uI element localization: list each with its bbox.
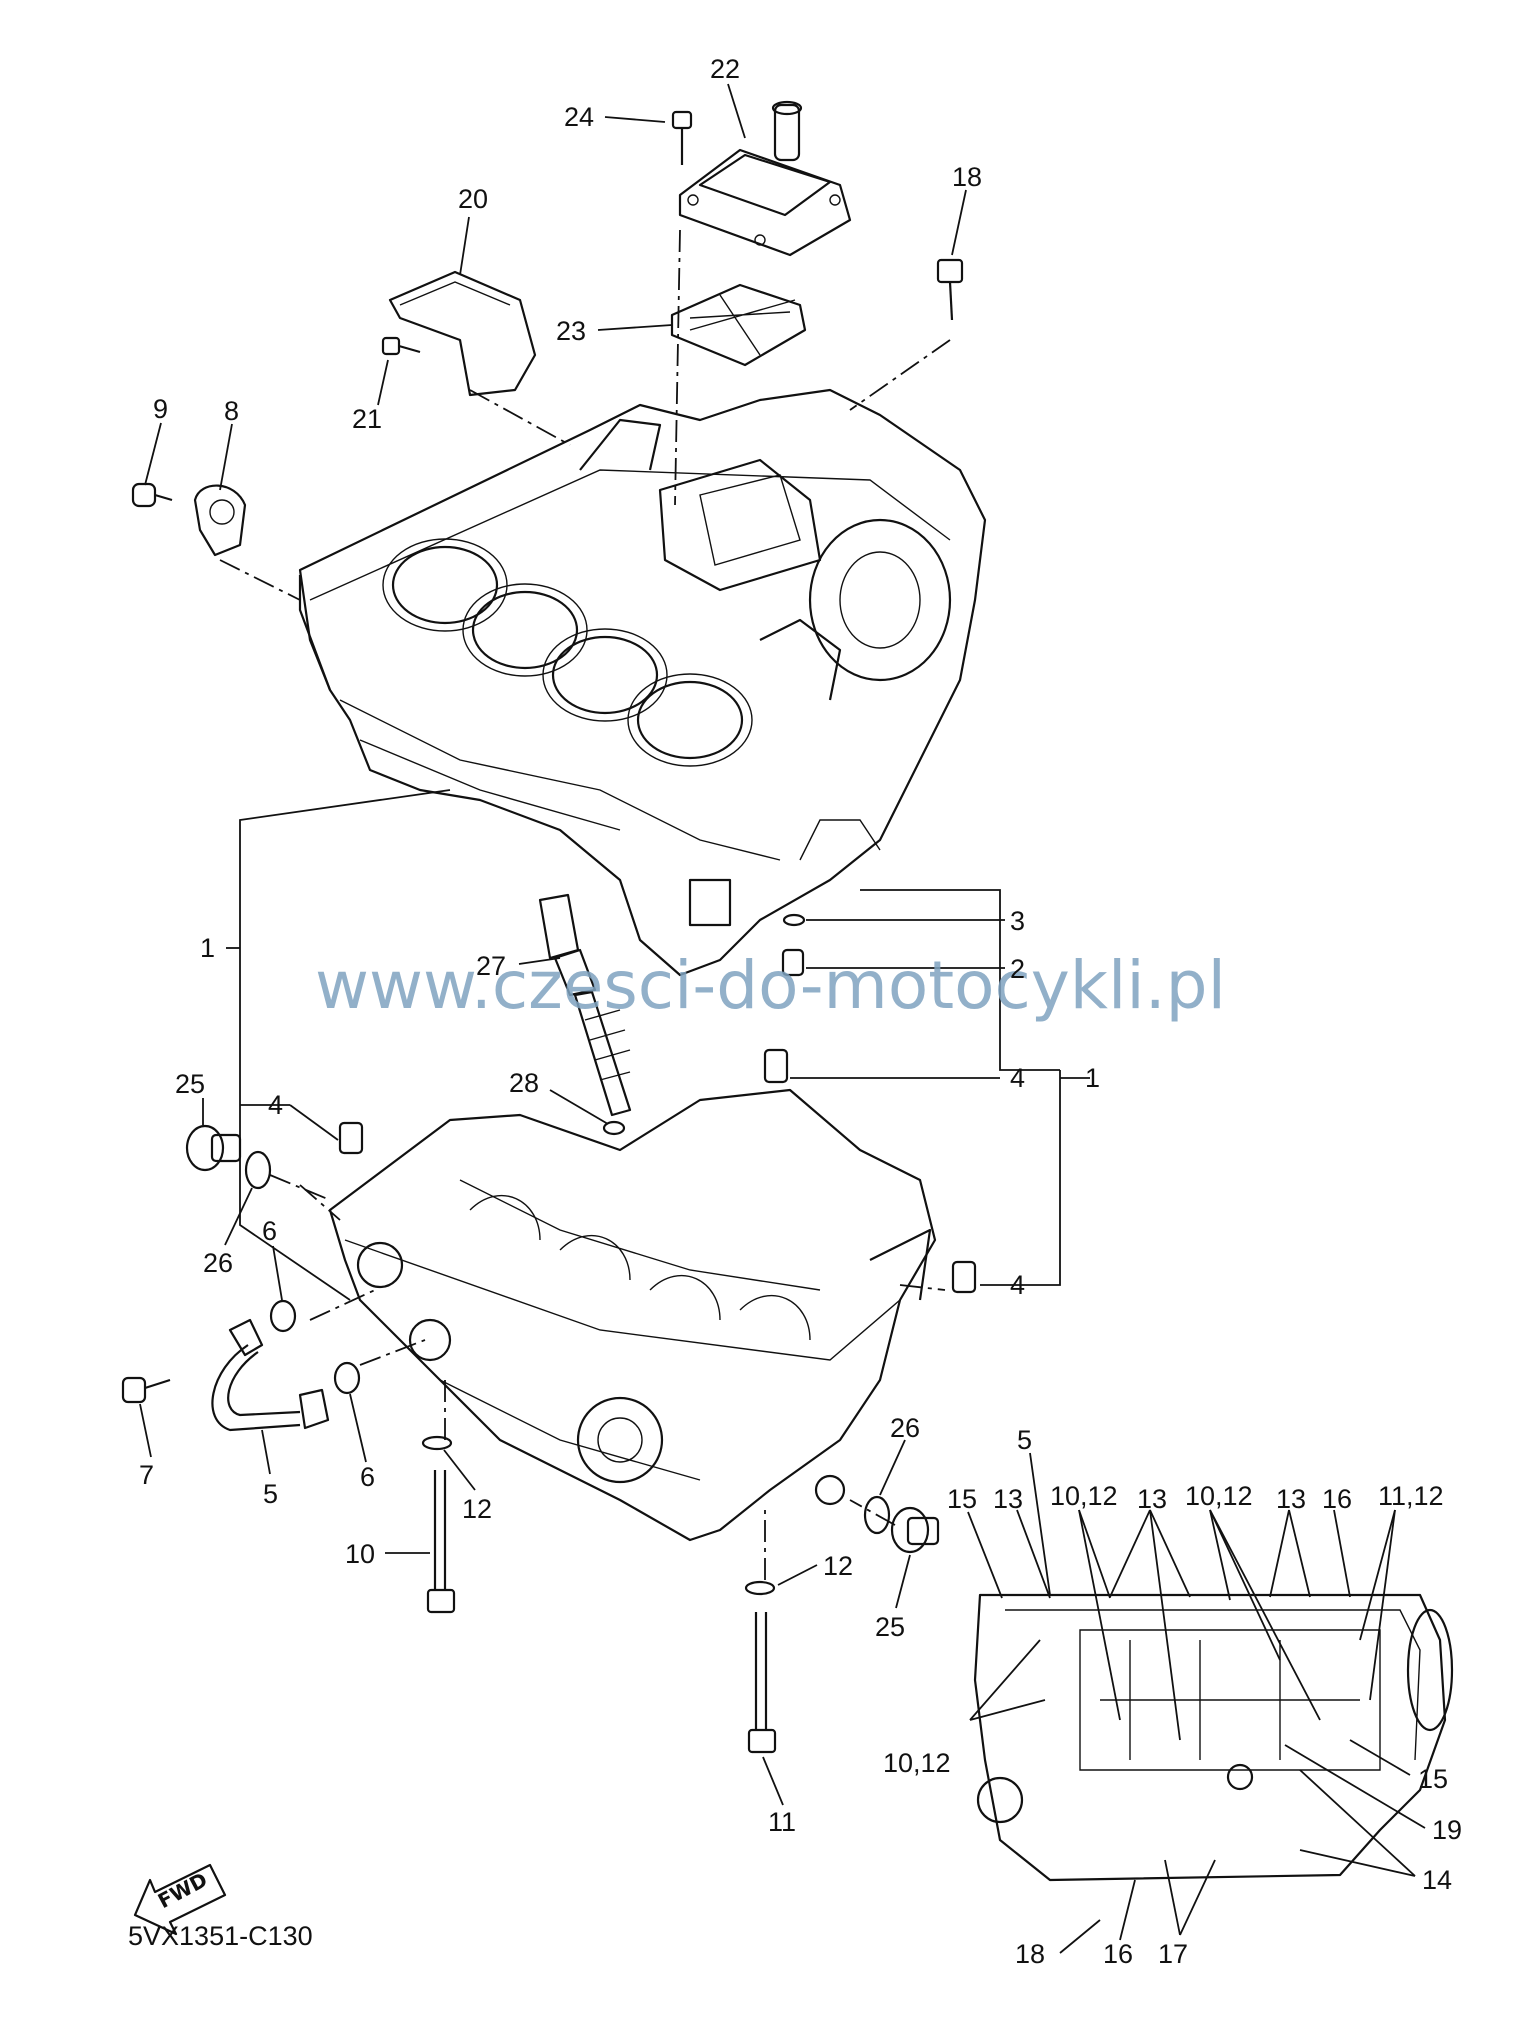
inset-bottom-view [973, 1593, 1454, 1882]
diagram-code: 5VX1351-C130 [128, 1921, 313, 1951]
callout-16: 16 [1322, 1484, 1352, 1514]
washer-12-right [744, 1580, 776, 1596]
plug-25-right [890, 1506, 940, 1554]
bolt-18-top [936, 258, 964, 321]
callout-26: 26 [203, 1248, 233, 1278]
callout-13: 13 [993, 1484, 1023, 1514]
washer-12-left [421, 1435, 453, 1451]
callout-15: 15 [1418, 1764, 1448, 1794]
callout-1: 1 [1085, 1063, 1100, 1093]
callout-26: 26 [890, 1413, 920, 1443]
callout-17: 17 [1158, 1939, 1188, 1969]
callout-7: 7 [139, 1460, 154, 1490]
callout-10: 10 [345, 1539, 375, 1569]
callout-23: 23 [556, 316, 586, 346]
callout-1: 1 [200, 933, 215, 963]
callout-25: 25 [175, 1069, 205, 1099]
gasket-26-left [244, 1150, 272, 1190]
oil-strainer-27 [538, 893, 632, 1117]
callout-6: 6 [360, 1462, 375, 1492]
callout-24: 24 [564, 102, 594, 132]
callout-27: 27 [476, 951, 506, 981]
callout-19: 19 [1432, 1815, 1462, 1845]
callout-13: 13 [1276, 1484, 1306, 1514]
bolt-11 [747, 1612, 777, 1754]
callout-8: 8 [224, 396, 239, 426]
dowel-2 [781, 948, 805, 977]
dowel-4-center [763, 1048, 789, 1084]
callout-10-12: 10,12 [1185, 1481, 1253, 1511]
o-ring-28 [602, 1120, 626, 1136]
callout-20: 20 [458, 184, 488, 214]
callout-13: 13 [1137, 1484, 1167, 1514]
callout-9: 9 [153, 394, 168, 424]
lower-crankcase [328, 1088, 937, 1542]
callout-28: 28 [509, 1068, 539, 1098]
cover-20 [388, 270, 537, 397]
dowel-4-right [951, 1260, 977, 1294]
callout-4: 4 [1010, 1270, 1025, 1300]
screw-24 [671, 110, 693, 165]
cover-8 [193, 484, 247, 557]
bolt-9 [131, 482, 173, 508]
breather-cover-22 [678, 100, 852, 257]
o-ring-3 [782, 913, 806, 927]
callout-5: 5 [263, 1479, 278, 1509]
callout-4: 4 [268, 1090, 283, 1120]
callout-11: 11 [768, 1807, 796, 1837]
callout-2: 2 [1010, 954, 1025, 984]
callout-3: 3 [1010, 906, 1025, 936]
callout-4: 4 [1010, 1063, 1025, 1093]
callout-14: 14 [1422, 1865, 1452, 1895]
callout-18: 18 [952, 162, 982, 192]
callout-22: 22 [710, 54, 740, 84]
callout-6: 6 [262, 1216, 277, 1246]
callout-15: 15 [947, 1484, 977, 1514]
leader-lines [139, 83, 1426, 1954]
oil-pipe-5 [211, 1318, 330, 1432]
gasket-6-a [269, 1299, 297, 1333]
watermark: www.czesci-do-motocykli.pl [315, 947, 1226, 1024]
bolt-7 [121, 1376, 171, 1404]
screw-21 [381, 336, 421, 356]
callout-21: 21 [352, 404, 382, 434]
callout-10-12: 10,12 [1050, 1481, 1118, 1511]
plug-25-left [185, 1124, 242, 1172]
callout-12: 12 [823, 1551, 853, 1581]
callout-11-12: 11,12 [1378, 1481, 1444, 1511]
callout-16: 16 [1103, 1939, 1133, 1969]
gasket-23 [670, 283, 807, 367]
callout-18: 18 [1015, 1939, 1045, 1969]
callout-12: 12 [462, 1494, 492, 1524]
dowel-4-left [338, 1121, 364, 1155]
callouts: 22 24 18 20 23 21 9 8 3 2 1 27 4 4 1 25 … [139, 54, 1462, 1969]
callout-5: 5 [1017, 1425, 1032, 1455]
gasket-26-right [863, 1495, 891, 1535]
upper-crankcase [298, 388, 987, 977]
callout-10-12: 10,12 [883, 1748, 951, 1778]
callout-25: 25 [875, 1612, 905, 1642]
gasket-6-b [333, 1361, 361, 1395]
bolt-10 [426, 1470, 456, 1614]
